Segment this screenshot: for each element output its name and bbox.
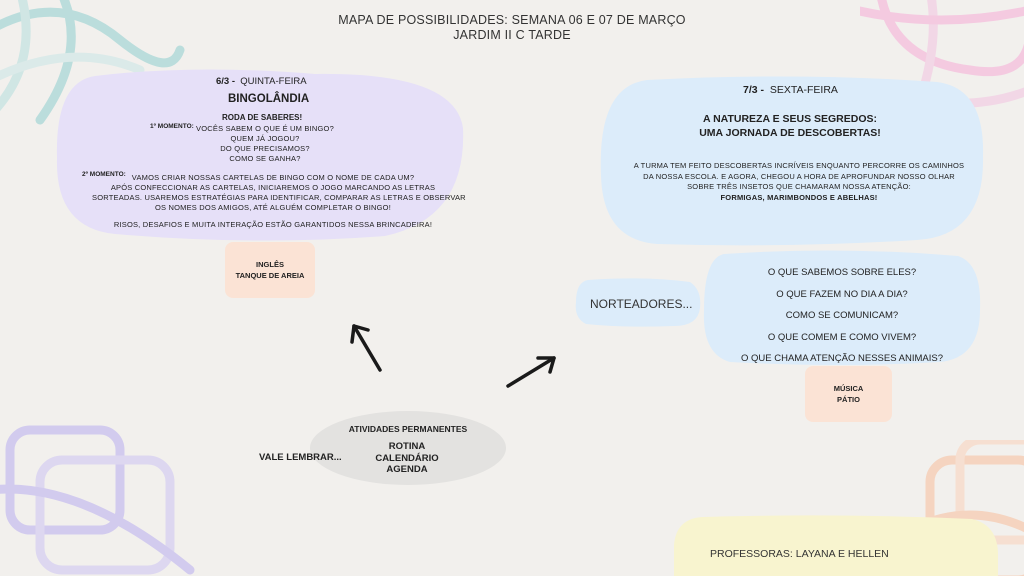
guides-label-background (575, 278, 701, 327)
teachers-background (674, 515, 998, 576)
permanent-list: ROTINA CALENDÁRIO AGENDA (357, 441, 457, 476)
teachers-label: PROFESSORAS: LAYANA E HELLEN (710, 548, 889, 560)
moment2-list: VAMOS CRIAR NOSSAS CARTELAS DE BINGO COM… (92, 173, 466, 213)
friday-title: A NATUREZA E SEUS SEGREDOS: UMA JORNADA … (640, 112, 940, 140)
questions-card-background (703, 250, 981, 365)
thursday-section: RODA DE SABERES! (222, 113, 303, 122)
friday-title-line1: A NATUREZA E SEUS SEGREDOS: (702, 113, 878, 125)
friday-body-line: DA NOSSA ESCOLA. E AGORA, CHEGOU A HORA … (643, 171, 955, 181)
permanent-item: ROTINA (388, 441, 426, 452)
thursday-extra-line2: TANQUE DE AREIA (235, 271, 305, 280)
thursday-day: QUINTA-FEIRA (240, 76, 307, 87)
page-subtitle: JARDIM II C TARDE (453, 28, 571, 42)
page-title: MAPA DE POSSIBILIDADES: SEMANA 06 E 07 D… (338, 13, 686, 27)
thursday-title: BINGOLÂNDIA (228, 93, 310, 105)
guide-question: O QUE CHAMA ATENÇÃO NESSES ANIMAIS? (740, 353, 943, 364)
friday-body-line: A TURMA TEM FEITO DESCOBERTAS INCRÍVEIS … (633, 161, 965, 170)
moment1-line: VOCÊS SABEM O QUE É UM BINGO? (196, 124, 334, 133)
friday-title-line2: UMA JORNADA DE DESCOBERTAS! (699, 127, 881, 139)
friday-card-background (600, 76, 984, 246)
permanent-item: CALENDÁRIO (375, 452, 439, 464)
thursday-closing: RISOS, DESAFIOS E MUITA INTERAÇÃO ESTÃO … (113, 220, 433, 229)
remember-label: VALE LEMBRAR... (259, 452, 342, 463)
friday-extra-line1: MÚSICA (833, 384, 864, 393)
friday-extra-line2: PÁTIO (837, 395, 860, 404)
permanent-title: ATIVIDADES PERMANENTES (348, 424, 468, 434)
moment1-list: VOCÊS SABEM O QUE É UM BINGO? QUEM JÁ JO… (195, 124, 335, 164)
teal-scribble-decoration (0, 0, 185, 125)
friday-extra-box: MÚSICA PÁTIO (805, 366, 892, 422)
arrow-up-right-icon (506, 356, 556, 388)
moment1-line: COMO SE GANHA? (229, 154, 301, 163)
guide-question: O QUE COMEM E COMO VIVEM? (767, 331, 917, 343)
moment2-label: 2º MOMENTO: (82, 171, 126, 178)
guide-question: O QUE SABEMOS SOBRE ELES? (767, 267, 917, 278)
moment2-line: APÓS CONFECCIONAR AS CARTELAS, INICIAREM… (110, 183, 436, 192)
permanent-activities-background (310, 411, 506, 485)
moment2-line: VAMOS CRIAR NOSSAS CARTELAS DE BINGO COM… (131, 173, 415, 182)
thursday-date: 6/3 - (216, 76, 236, 87)
friday-body-line: SOBRE TRÊS INSETOS QUE CHAMARAM NOSSA AT… (687, 182, 911, 191)
moment1-line: DO QUE PRECISAMOS? (220, 144, 310, 153)
moment1-label: 1º MOMENTO: (150, 123, 194, 130)
guide-question: O QUE FAZEM NO DIA A DIA? (776, 288, 908, 300)
guide-question: COMO SE COMUNICAM? (785, 310, 899, 321)
friday-body-highlight: FORMIGAS, MARIMBONDOS E ABELHAS! (720, 192, 878, 202)
friday-body: A TURMA TEM FEITO DESCOBERTAS INCRÍVEIS … (614, 161, 984, 203)
permanent-item: AGENDA (386, 464, 428, 475)
thursday-card-background (56, 69, 464, 241)
friday-day: SEXTA-FEIRA (769, 84, 838, 96)
guide-questions: O QUE SABEMOS SOBRE ELES? O QUE FAZEM NO… (712, 262, 972, 370)
page-header: MAPA DE POSSIBILIDADES: SEMANA 06 E 07 D… (0, 13, 1024, 43)
arrow-up-left-icon (350, 324, 382, 372)
thursday-extra-box: INGLÊS TANQUE DE AREIA (225, 242, 315, 298)
moment1-line: QUEM JÁ JOGOU? (230, 134, 300, 143)
moment2-line: SORTEADAS. USAREMOS ESTRATÉGIAS PARA IDE… (92, 193, 466, 202)
lilac-scribble-decoration (0, 425, 195, 575)
guides-label: NORTEADORES... (590, 297, 693, 311)
friday-date: 7/3 - (743, 84, 765, 96)
thursday-extra-line1: INGLÊS (256, 260, 284, 269)
moment2-line: OS NOMES DOS AMIGOS, ATÉ ALGUÉM COMPLETA… (154, 203, 391, 212)
